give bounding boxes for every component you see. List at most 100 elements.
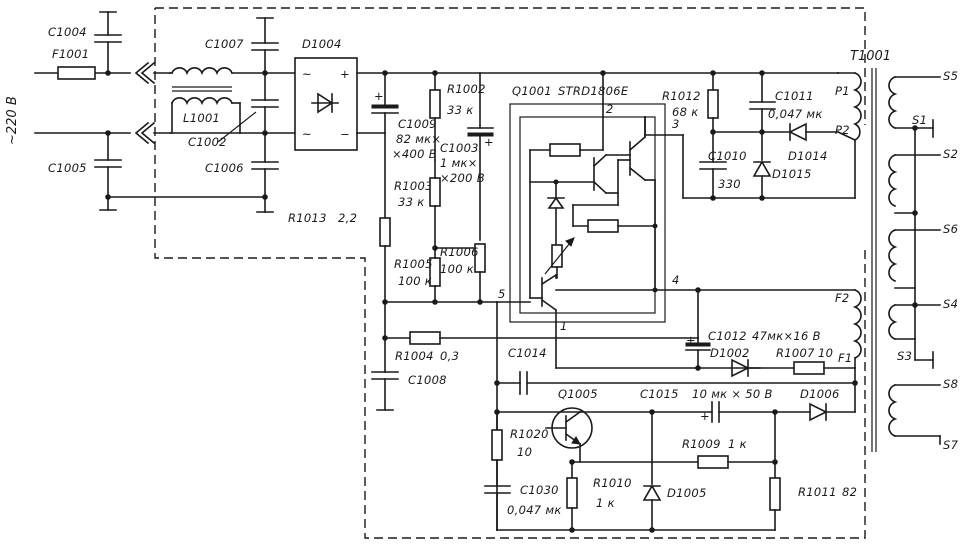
- c1009-value: 82 мк×: [396, 132, 441, 146]
- diode-d1005: [642, 484, 662, 501]
- d1002-label: D1002: [710, 346, 750, 360]
- c1003-voltage: ×200 В: [440, 171, 485, 185]
- capacitor-c1004: [94, 11, 122, 74]
- c1030-value: 0,047 мк: [507, 503, 562, 517]
- t1001-label: T1001: [850, 49, 891, 64]
- mains-input-lines: [34, 61, 171, 145]
- s3-label: S3: [897, 349, 912, 363]
- r1010-label: R1010: [593, 476, 632, 490]
- q1001-internals: [529, 116, 658, 323]
- d1005-label: D1005: [667, 486, 707, 500]
- r1003-value: 33 к: [398, 195, 424, 209]
- resistor-r1010: [566, 477, 578, 509]
- pin1-label: 1: [560, 319, 568, 333]
- l1001-label: L1001: [183, 111, 220, 125]
- diode-d1015: [752, 131, 772, 199]
- bridge-diode-symbol: ~ ~ + −: [302, 67, 350, 141]
- s6-label: S6: [943, 222, 958, 236]
- resistor-r1011: [769, 477, 781, 511]
- svg-text:−: −: [340, 127, 350, 141]
- transformer-secondary-windings: [888, 75, 941, 445]
- r1011-value: 82: [842, 485, 857, 499]
- c1002-label: C1002: [188, 135, 227, 149]
- r1013-label: R1013: [288, 211, 327, 225]
- c1030-label: C1030: [520, 483, 559, 497]
- pin4-label: 4: [672, 273, 680, 287]
- capacitor-c1003: +: [467, 72, 494, 241]
- capacitor-c1005: [94, 132, 122, 211]
- diode-d1006: [809, 402, 828, 422]
- r1002-label: R1002: [447, 82, 486, 96]
- r1013-value: 2,2: [338, 211, 357, 225]
- c1010-value: 330: [718, 177, 741, 191]
- f2-label: F2: [835, 291, 850, 305]
- r1012-value: 68 к: [672, 105, 698, 119]
- r1002-value: 33 к: [447, 103, 473, 117]
- r1011-label: R1011: [798, 485, 837, 499]
- transformer-primary-winding: [836, 71, 862, 142]
- d1014-label: D1014: [788, 149, 828, 163]
- r1004-label: R1004: [395, 349, 434, 363]
- resistor-r1009: [697, 455, 729, 469]
- f1001-label: F1001: [52, 47, 89, 61]
- resistor-r1002: [429, 89, 441, 119]
- fuse-f1001: [57, 66, 96, 80]
- c1012-label: C1012: [708, 329, 747, 343]
- r1007-value: 10: [818, 346, 833, 360]
- pin2-label: 2: [606, 102, 614, 116]
- capacitor-c1015: +: [700, 401, 720, 423]
- capacitor-c1014: [519, 371, 528, 395]
- c1004-label: C1004: [48, 25, 87, 39]
- capacitor-c1012: +: [685, 333, 711, 369]
- c1008-label: C1008: [408, 373, 447, 387]
- r1006-value: 100 к: [440, 262, 474, 276]
- pin3-label: 3: [672, 117, 680, 131]
- c1007-label: C1007: [205, 37, 244, 51]
- capacitor-c1011: [749, 72, 776, 133]
- capacitor-c1010: [699, 157, 727, 199]
- capacitor-c1009: +: [371, 72, 399, 134]
- c1003-value: 1 мк×: [440, 156, 478, 170]
- s5-label: S5: [943, 69, 958, 83]
- transformer-core: [871, 68, 877, 452]
- svg-text:+: +: [374, 89, 384, 103]
- pin5-label: 5: [498, 287, 506, 301]
- p2-label: P2: [835, 123, 850, 137]
- q1001-label: Q1001: [512, 84, 552, 98]
- p1-label: P1: [835, 84, 850, 98]
- r1005-value: 100 к: [398, 274, 432, 288]
- svg-text:~: ~: [302, 67, 312, 81]
- s2-label: S2: [943, 147, 958, 161]
- capacitor-c1002: [251, 72, 279, 134]
- r1004-value: 0,3: [440, 349, 459, 363]
- mains-label: ~220 В: [5, 96, 20, 145]
- resistor-r1012: [707, 89, 719, 119]
- c1014-label: C1014: [508, 346, 547, 360]
- s4-label: S4: [943, 297, 958, 311]
- c1009-label: C1009: [398, 117, 437, 131]
- r1009-label: R1009: [682, 437, 721, 451]
- r1020-label: R1020: [510, 427, 549, 441]
- c1006-label: C1006: [205, 161, 244, 175]
- module-boundary: [154, 7, 866, 539]
- q1001-type: STRD1806E: [558, 84, 629, 98]
- bridge-rectifier-d1004: [294, 57, 358, 151]
- c1003-label: C1003: [440, 141, 479, 155]
- resistor-r1003: [429, 177, 441, 207]
- capacitor-c1007: [251, 17, 279, 74]
- svg-text:+: +: [484, 135, 494, 149]
- c1009-voltage: ×400 В: [392, 147, 437, 161]
- inductor-l1001: [169, 67, 266, 134]
- capacitor-c1006: [251, 132, 279, 213]
- svg-text:~: ~: [302, 127, 312, 141]
- c1015-label: C1015: [640, 387, 679, 401]
- transformer-feedback-winding: [852, 288, 862, 369]
- r1009-value: 1 к: [728, 437, 747, 451]
- capacitor-c1008: [371, 337, 399, 411]
- svg-text:+: +: [340, 67, 350, 81]
- svg-text:+: +: [686, 333, 696, 347]
- c1010-label: C1010: [708, 149, 747, 163]
- r1006-label: R1006: [440, 245, 479, 259]
- r1005-label: R1005: [394, 257, 433, 271]
